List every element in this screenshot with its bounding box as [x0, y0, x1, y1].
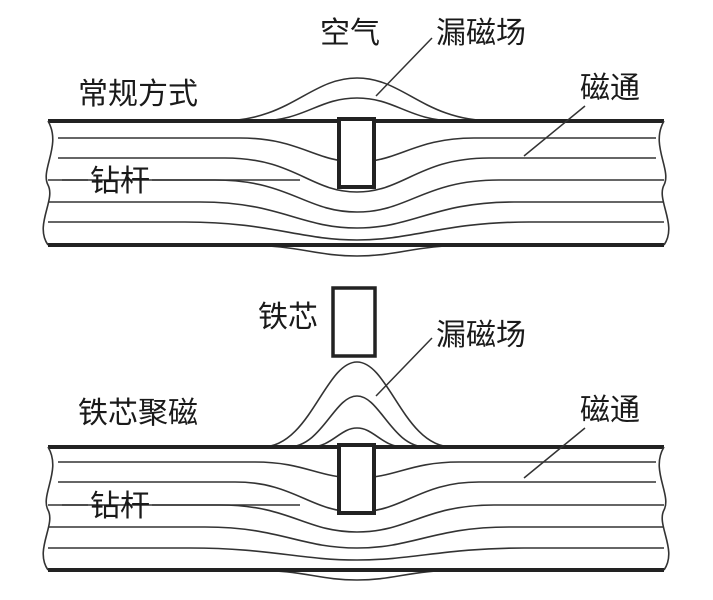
bottom-flux-leader	[523, 427, 586, 479]
bottom-leakage-label: 漏磁场	[436, 318, 526, 353]
bottom-flux-line-5	[48, 547, 664, 561]
iron-core	[331, 286, 377, 358]
top-flux-line-2	[58, 157, 656, 193]
top-flux-line-5	[48, 221, 664, 241]
top-flux-label: 磁通	[580, 71, 640, 106]
bottom-leakage-arc-middle	[287, 395, 427, 448]
top-leakage-leader	[375, 37, 433, 97]
top-method-label: 常规方式	[78, 77, 198, 112]
bottom-leakage-arc-outer	[261, 361, 453, 448]
top-drill-pipe-label: 钻杆	[90, 164, 150, 199]
bottom-method-label: 铁芯聚磁	[78, 396, 198, 431]
top-leakage-label: 漏磁场	[436, 16, 526, 51]
bottom-flux-label: 磁通	[580, 393, 640, 428]
bottom-leakage-leader	[375, 337, 433, 397]
iron-core-label: 铁芯	[258, 300, 318, 335]
top-flux-leader	[523, 105, 586, 157]
bottom-pipe-right-end	[658, 446, 670, 571]
top-flux-line-3	[48, 179, 664, 213]
top-leakage-arc-outer	[219, 77, 495, 122]
bottom-defect-slot	[337, 443, 376, 515]
bottom-leakage-arc-inner	[309, 427, 405, 448]
top-flux-line-4	[48, 201, 664, 229]
bottom-flux-line-3	[48, 504, 664, 533]
top-defect-slot	[337, 117, 376, 189]
top-bottom-bulge	[239, 244, 475, 257]
top-air-label: 空气	[320, 16, 380, 51]
bottom-drill-pipe-label: 钻杆	[90, 489, 150, 524]
bottom-panel: 铁芯 漏磁场 铁芯聚磁 磁通 钻杆	[42, 286, 670, 581]
top-panel: 空气 漏磁场 常规方式 磁通 钻杆	[42, 16, 670, 257]
top-pipe-right-end	[658, 120, 670, 246]
top-pipe-left-end	[42, 120, 54, 246]
top-leakage-arc-inner	[257, 97, 457, 122]
bottom-pipe-left-end	[42, 446, 54, 571]
bottom-bottom-bulge	[249, 569, 465, 581]
bottom-flux-line-4	[48, 526, 664, 549]
